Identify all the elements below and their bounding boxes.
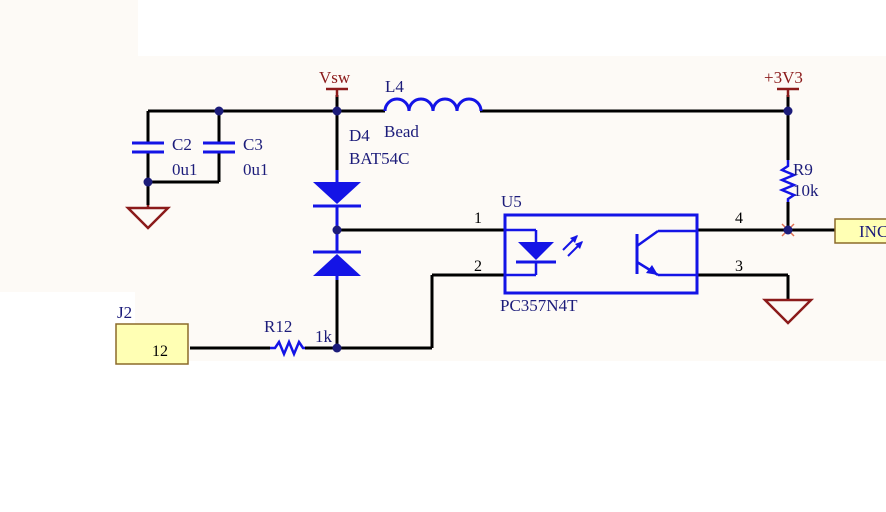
u5-ref-label: U5 [501,192,522,211]
sheet-area-left [0,0,138,292]
connector-j2-body[interactable] [115,323,189,365]
u5-pin-3-label: 3 [735,258,743,275]
r12-value-label: 1k [315,327,333,346]
r12-ref-label: R12 [264,317,292,336]
d4-value-label: BAT54C [349,149,409,168]
diode-d4-symbol[interactable] [313,170,361,280]
r9-value-label: 10k [793,181,819,200]
wires [146,95,835,350]
u5-value-label: PC357N4T [500,296,578,315]
r9-ref-label: R9 [793,160,813,179]
u5-pin-2-label: 2 [474,258,482,275]
vsw-net-label: Vsw [319,68,351,87]
d4-ref-label: D4 [349,126,370,145]
l4-ref-label: L4 [385,77,404,96]
capacitor-c3-symbol[interactable] [203,141,235,154]
junction-dot [783,225,793,235]
j2-pin-label: 12 [152,343,168,360]
junction-dot [332,225,342,235]
junction-dot [143,177,153,187]
junction-dot [332,343,342,353]
c2-ref-label: C2 [172,135,192,154]
junction-dot [783,106,793,116]
inductor-l4-symbol[interactable] [383,97,483,112]
resistor-r9-symbol[interactable] [778,160,798,202]
u5-pin-4-label: 4 [735,210,743,227]
c3-value-label: 0u1 [243,160,269,179]
power-port-vsw [326,87,348,97]
c3-ref-label: C3 [243,135,263,154]
junction-dot [332,106,342,116]
junction-dot [214,106,224,116]
v3v3-net-label: +3V3 [764,68,803,87]
junction-dots [143,106,793,353]
j2-ref-label: J2 [117,303,132,322]
ground-symbol-right [761,298,815,325]
port-inc-label: INC [859,222,886,241]
l4-value-label: Bead [384,122,419,141]
u5-pin-1-label: 1 [474,210,482,227]
resistor-r12-symbol[interactable] [270,338,305,358]
power-port-3v3 [777,87,799,97]
port-inc-body[interactable] [834,218,886,244]
sheet-area-upper [135,56,886,361]
capacitor-c2-symbol[interactable] [132,141,164,154]
optocoupler-u5-symbol[interactable] [503,213,699,295]
c2-value-label: 0u1 [172,160,198,179]
ground-symbol-left [124,205,172,230]
